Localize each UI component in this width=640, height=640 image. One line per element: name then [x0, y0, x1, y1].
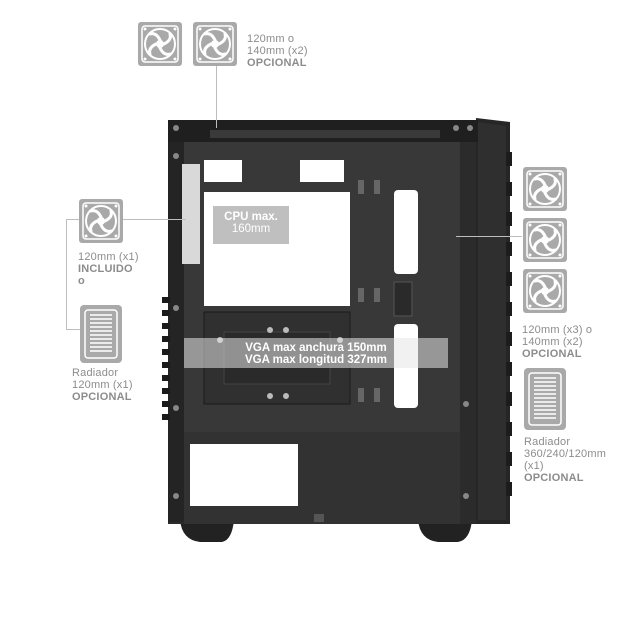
- cpu-label-line1: CPU max.: [224, 211, 278, 223]
- left-radiator-label-line3: OPCIONAL: [72, 391, 132, 403]
- fan-icon: [523, 167, 567, 211]
- cpu-label-line2: 160mm: [231, 223, 271, 235]
- top-fans-label-line1: 120mm o: [247, 33, 295, 45]
- right-fans-label-line1: 120mm (x3) o: [522, 324, 593, 336]
- radiator-icon: [80, 305, 122, 363]
- right-radiator-label-line1: Radiador: [524, 436, 571, 448]
- cpu-clearance-label: CPU max. 160mm: [213, 211, 289, 235]
- right-radiator-label: Radiador 360/240/120mm (x1) OPCIONAL: [524, 436, 606, 484]
- vga-label-line2: VGA max longitud 327mm: [244, 354, 388, 366]
- vga-clearance-label: VGA max anchura 150mm VGA max longitud 3…: [184, 342, 448, 366]
- top-fans-label: 120mm o 140mm (x2) OPCIONAL: [247, 33, 308, 69]
- left-fan-label-line1: 120mm (x1): [78, 251, 139, 263]
- left-radiator-label: Radiador 120mm (x1) OPCIONAL: [72, 367, 133, 403]
- left-radiator-label-line2: 120mm (x1): [72, 379, 133, 391]
- left-fan-label-line2: INCLUIDO: [78, 263, 133, 275]
- fan-icon: [193, 22, 237, 66]
- top-fans-label-line3: OPCIONAL: [247, 57, 307, 69]
- left-fan-label: 120mm (x1) INCLUIDO o: [78, 251, 139, 287]
- fan-icon: [79, 199, 123, 243]
- right-radiator-label-line3: (x1): [524, 460, 544, 472]
- right-fans-label-line2: 140mm (x2): [522, 336, 583, 348]
- left-fan-label-line3: o: [78, 275, 85, 287]
- vga-label-line1: VGA max anchura 150mm: [245, 342, 387, 354]
- radiator-icon: [524, 368, 566, 430]
- left-bracket-top: [66, 219, 80, 220]
- right-radiator-label-line4: OPCIONAL: [524, 472, 584, 484]
- fan-icon: [523, 218, 567, 262]
- fan-icon: [138, 22, 182, 66]
- left-bracket-bottom: [66, 329, 80, 330]
- fan-icon: [523, 269, 567, 313]
- left-radiator-label-line1: Radiador: [72, 367, 119, 379]
- top-fan-connector: [216, 66, 217, 128]
- cpu-clearance-box: [213, 206, 289, 244]
- right-fan-connector: [456, 236, 522, 237]
- left-bracket-vertical: [66, 219, 67, 329]
- top-fans-label-line2: 140mm (x2): [247, 45, 308, 57]
- pc-case-image: [162, 118, 512, 542]
- right-fans-label-line3: OPCIONAL: [522, 348, 582, 360]
- right-fans-label: 120mm (x3) o 140mm (x2) OPCIONAL: [522, 324, 592, 360]
- right-radiator-label-line2: 360/240/120mm: [524, 448, 607, 460]
- left-fan-connector: [122, 219, 186, 220]
- vga-clearance-band: [184, 338, 448, 368]
